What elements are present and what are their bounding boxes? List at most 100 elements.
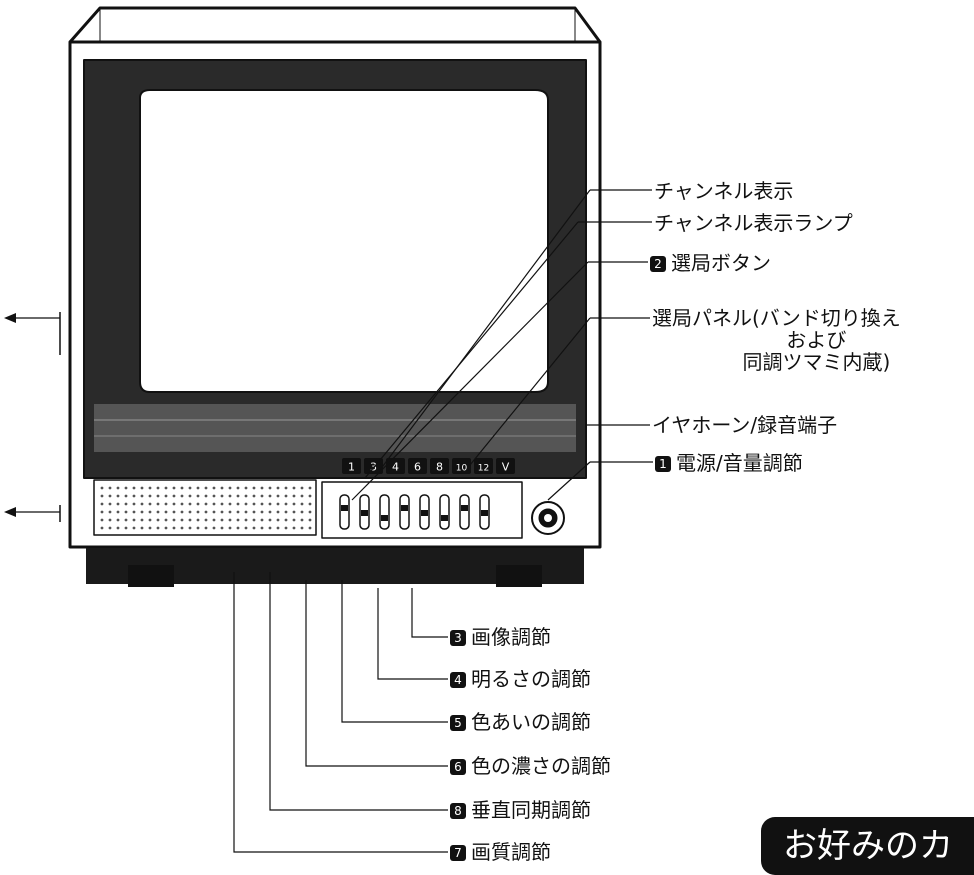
label-channel-display: チャンネル表示 bbox=[654, 179, 794, 203]
speaker-hole bbox=[140, 510, 144, 514]
speaker-hole bbox=[188, 494, 192, 498]
speaker-hole bbox=[308, 486, 312, 490]
speaker-hole bbox=[172, 494, 176, 498]
speaker-hole bbox=[300, 518, 304, 522]
speaker-hole bbox=[156, 510, 160, 514]
slider-knob bbox=[381, 515, 388, 521]
speaker-hole bbox=[156, 486, 160, 490]
slider-knob bbox=[421, 510, 428, 516]
speaker-hole bbox=[156, 526, 160, 530]
speaker-hole bbox=[196, 510, 200, 514]
speaker-hole bbox=[236, 518, 240, 522]
speaker-hole bbox=[220, 486, 224, 490]
slider-knob bbox=[341, 505, 348, 511]
speaker-hole bbox=[260, 502, 264, 506]
speaker-hole bbox=[124, 502, 128, 506]
slider-knob bbox=[361, 510, 368, 516]
speaker-hole bbox=[212, 502, 216, 506]
speaker-hole bbox=[108, 510, 112, 514]
speaker-hole bbox=[292, 502, 296, 506]
speaker-hole bbox=[196, 486, 200, 490]
speaker-hole bbox=[172, 502, 176, 506]
speaker-hole bbox=[172, 526, 176, 530]
channel-number: 1 bbox=[348, 461, 355, 474]
speaker-hole bbox=[308, 494, 312, 498]
speaker-hole bbox=[116, 510, 120, 514]
label-channel-lamp: チャンネル表示ランプ bbox=[654, 211, 853, 235]
control-slider bbox=[439, 494, 450, 530]
speaker-hole bbox=[220, 502, 224, 506]
slider-knob bbox=[441, 515, 448, 521]
speaker-hole bbox=[252, 526, 256, 530]
speaker-hole bbox=[276, 486, 280, 490]
speaker-hole bbox=[188, 502, 192, 506]
channel-button: 12 bbox=[474, 458, 493, 474]
speaker-hole bbox=[236, 526, 240, 530]
speaker-hole bbox=[108, 526, 112, 530]
number-badge: 4 bbox=[450, 672, 466, 688]
speaker-hole bbox=[188, 526, 192, 530]
speaker-hole bbox=[260, 518, 264, 522]
speaker-hole bbox=[180, 494, 184, 498]
speaker-hole bbox=[180, 526, 184, 530]
speaker-hole bbox=[244, 526, 248, 530]
speaker-hole bbox=[228, 510, 232, 514]
speaker-hole bbox=[180, 486, 184, 490]
speaker-hole bbox=[284, 518, 288, 522]
speaker-hole bbox=[140, 494, 144, 498]
speaker-hole bbox=[220, 526, 224, 530]
speaker-hole bbox=[188, 486, 192, 490]
channel-button: 6 bbox=[408, 458, 427, 474]
speaker-hole bbox=[260, 510, 264, 514]
channel-button: 4 bbox=[386, 458, 405, 474]
speaker-hole bbox=[292, 494, 296, 498]
speaker-hole bbox=[268, 502, 272, 506]
speaker-hole bbox=[220, 510, 224, 514]
speaker-hole bbox=[164, 502, 168, 506]
speaker-hole bbox=[228, 502, 232, 506]
speaker-hole bbox=[116, 502, 120, 506]
speaker-hole bbox=[252, 494, 256, 498]
speaker-hole bbox=[196, 494, 200, 498]
speaker-hole bbox=[140, 526, 144, 530]
speaker-hole bbox=[124, 486, 128, 490]
speaker-hole bbox=[156, 502, 160, 506]
speaker-hole bbox=[244, 486, 248, 490]
speaker-hole bbox=[140, 518, 144, 522]
speaker-hole bbox=[244, 494, 248, 498]
speaker-hole bbox=[228, 494, 232, 498]
speaker-hole bbox=[132, 510, 136, 514]
speaker-hole bbox=[188, 510, 192, 514]
speaker-hole bbox=[308, 502, 312, 506]
channel-button: 10 bbox=[452, 458, 471, 474]
speaker-hole bbox=[148, 526, 152, 530]
speaker-hole bbox=[180, 510, 184, 514]
speaker-hole bbox=[212, 510, 216, 514]
speaker-hole bbox=[308, 510, 312, 514]
speaker-hole bbox=[212, 518, 216, 522]
speaker-hole bbox=[196, 502, 200, 506]
speaker-hole bbox=[204, 502, 208, 506]
speaker-hole bbox=[260, 526, 264, 530]
channel-button: 1 bbox=[342, 458, 361, 474]
speaker-hole bbox=[148, 510, 152, 514]
channel-number: 6 bbox=[414, 461, 421, 474]
speaker-hole bbox=[292, 486, 296, 490]
speaker-hole bbox=[132, 518, 136, 522]
speaker-hole bbox=[132, 526, 136, 530]
channel-button: 8 bbox=[430, 458, 449, 474]
speaker-hole bbox=[292, 526, 296, 530]
speaker-hole bbox=[260, 494, 264, 498]
speaker-hole bbox=[180, 502, 184, 506]
speaker-hole bbox=[196, 526, 200, 530]
number-badge: 6 bbox=[450, 759, 466, 775]
slider-knob bbox=[481, 510, 488, 516]
speaker-hole bbox=[276, 510, 280, 514]
speaker-hole bbox=[148, 486, 152, 490]
speaker-hole bbox=[164, 518, 168, 522]
speaker-hole bbox=[196, 518, 200, 522]
